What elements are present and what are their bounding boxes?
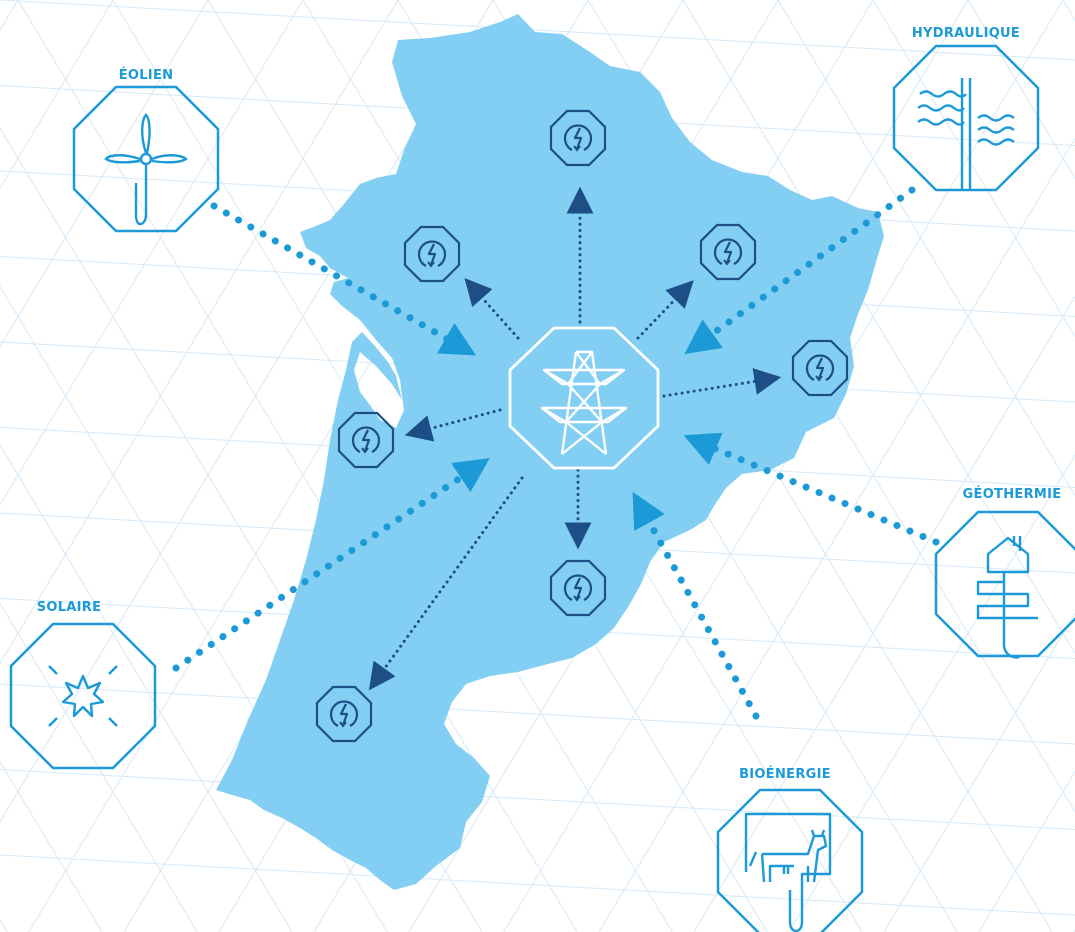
geothermal-house-icon xyxy=(976,536,1038,659)
bioenergie-connector xyxy=(632,491,760,720)
sun-icon xyxy=(48,665,118,727)
distribution-arrow-east xyxy=(662,368,782,398)
hydraulique-connector xyxy=(684,186,916,355)
solaire-connector xyxy=(172,458,490,672)
distribution-arrow-southwest xyxy=(368,476,524,691)
geothermie-label: GÉOTHERMIE xyxy=(963,486,1062,502)
hub-node xyxy=(508,326,660,470)
hydraulique-label: HYDRAULIQUE xyxy=(912,26,1020,41)
geothermie-source: GÉOTHERMIE xyxy=(934,486,1075,659)
distribution-arrow-northeast xyxy=(636,280,694,340)
solaire-label: SOLAIRE xyxy=(37,600,102,615)
pylon-icon xyxy=(540,350,628,455)
cow-icon xyxy=(744,812,832,932)
solaire-source: SOLAIRE xyxy=(9,600,157,770)
bioenergie-source: BIOÉNERGIE xyxy=(716,766,864,932)
eolien-source: ÉOLIEN xyxy=(72,67,220,233)
hydro-dam-icon xyxy=(917,78,1015,190)
bioenergie-label: BIOÉNERGIE xyxy=(739,766,831,782)
distribution-arrow-northwest xyxy=(464,277,520,340)
wind-turbine-icon xyxy=(104,113,189,226)
geothermie-connector xyxy=(683,432,940,546)
hydraulique-source: HYDRAULIQUE xyxy=(892,26,1040,192)
eolien-label: ÉOLIEN xyxy=(119,67,174,83)
